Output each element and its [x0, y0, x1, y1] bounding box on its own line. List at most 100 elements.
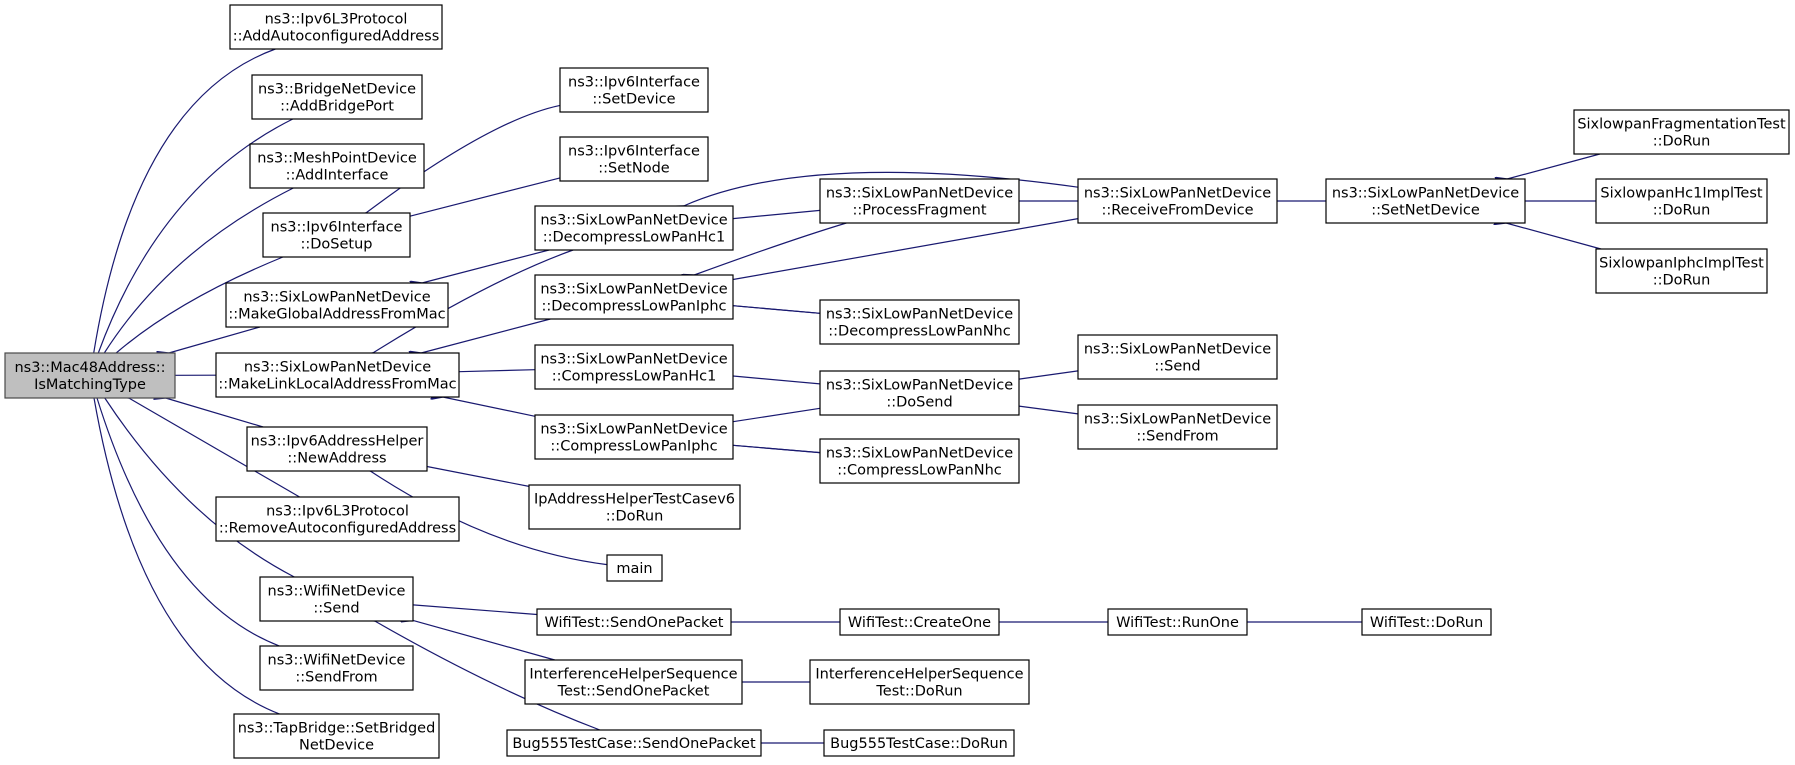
edges-layer — [94, 48, 1602, 743]
node-wt-createone[interactable]: WifiTest::CreateOne — [839, 608, 1000, 636]
node-add-bridge[interactable]: ns3::BridgeNetDevice::AddBridgePort — [251, 74, 423, 120]
node-label-line: InterferenceHelperSequence — [815, 667, 1023, 683]
node-comp-nhc[interactable]: ns3::SixLowPanNetDevice::CompressLowPanN… — [819, 438, 1020, 484]
node-setnetdev[interactable]: ns3::SixLowPanNetDevice::SetNetDevice — [1325, 178, 1526, 224]
node-box — [528, 484, 741, 530]
node-label-line: ns3::Ipv6Interface — [568, 144, 700, 160]
node-label-line: ns3::Ipv6AddressHelper — [251, 434, 424, 450]
node-label-line: ::DoRun — [1653, 203, 1711, 219]
node-box — [534, 205, 734, 251]
edge-recvfrom-to-dec-iphc — [733, 218, 1079, 280]
node-label-line: ::DoRun — [606, 509, 664, 525]
edge-comp-hc1-to-mklinklocal — [459, 370, 536, 372]
node-label-line: ::DoRun — [1653, 273, 1711, 289]
node-label-line: NetDevice — [299, 738, 374, 754]
node-label-line: ::DecompressLowPanNhc — [828, 324, 1010, 340]
edge-ihs-sendone-to-wifi-send — [413, 620, 555, 661]
node-wifi-sendfrom[interactable]: ns3::WifiNetDevice::SendFrom — [259, 645, 414, 691]
node-setdevice[interactable]: ns3::Ipv6Interface::SetDevice — [559, 67, 709, 113]
node-box — [262, 212, 411, 258]
node-box — [559, 67, 709, 113]
node-label-line: ns3::Mac48Address:: — [14, 360, 165, 376]
node-sendfrom[interactable]: ns3::SixLowPanNetDevice::SendFrom — [1077, 404, 1278, 450]
edge-dosend-to-comp-iphc — [733, 407, 821, 421]
node-label-line: ::MakeGlobalAddressFromMac — [228, 307, 445, 323]
edge-frag-test-to-setnetdev — [1507, 153, 1601, 179]
node-label-line: Bug555TestCase::SendOnePacket — [512, 736, 756, 752]
node-iphc-test[interactable]: SixlowpanIphcImplTest::DoRun — [1595, 248, 1768, 294]
node-hc1-test[interactable]: SixlowpanHc1ImplTest::DoRun — [1595, 178, 1768, 224]
node-dec-iphc[interactable]: ns3::SixLowPanNetDevice::DecompressLowPa… — [534, 274, 734, 320]
node-comp-hc1[interactable]: ns3::SixLowPanNetDevice::CompressLowPanH… — [534, 344, 734, 390]
node-label-line: ::SetNode — [598, 161, 670, 177]
node-label-line: ::Send — [1154, 359, 1200, 375]
node-label-line: ::ProcessFragment — [852, 203, 986, 219]
node-frag-test[interactable]: SixlowpanFragmentationTest::DoRun — [1573, 109, 1790, 155]
node-send[interactable]: ns3::SixLowPanNetDevice::Send — [1077, 334, 1278, 380]
node-dosetup[interactable]: ns3::Ipv6Interface::DoSetup — [262, 212, 411, 258]
node-label-line: ns3::SixLowPanNetDevice — [826, 378, 1013, 394]
node-dec-nhc[interactable]: ns3::SixLowPanNetDevice::DecompressLowPa… — [819, 299, 1020, 345]
node-rm-autoconf[interactable]: ns3::Ipv6L3Protocol::RemoveAutoconfigure… — [215, 496, 460, 542]
edge-add-bridge-to-root — [98, 118, 294, 353]
node-label-line: ::DoSend — [886, 395, 952, 411]
node-label-line: ns3::TapBridge::SetBridged — [238, 721, 436, 737]
node-wt-dorun[interactable]: WifiTest::DoRun — [1361, 608, 1492, 636]
node-box — [534, 414, 734, 460]
node-wifi-send[interactable]: ns3::WifiNetDevice::Send — [259, 576, 414, 622]
node-label-line: Bug555TestCase::DoRun — [830, 736, 1008, 752]
node-label-line: ns3::SixLowPanNetDevice — [244, 360, 431, 376]
node-bug555-sendone[interactable]: Bug555TestCase::SendOnePacket — [506, 729, 762, 757]
node-label-line: ::SendFrom — [1136, 429, 1218, 445]
node-dosend[interactable]: ns3::SixLowPanNetDevice::DoSend — [819, 370, 1020, 416]
node-label-line: ::ReceiveFromDevice — [1101, 203, 1253, 219]
node-label-line: ns3::WifiNetDevice — [268, 653, 406, 669]
node-wt-runone[interactable]: WifiTest::RunOne — [1107, 608, 1248, 636]
node-setnode[interactable]: ns3::Ipv6Interface::SetNode — [559, 136, 709, 182]
node-mkglobal[interactable]: ns3::SixLowPanNetDevice::MakeGlobalAddre… — [225, 282, 449, 328]
edge-procfrag-to-dec-iphc — [694, 222, 847, 275]
node-box — [823, 729, 1015, 757]
node-label-line: ::CompressLowPanIphc — [550, 439, 717, 455]
node-bug555-dorun[interactable]: Bug555TestCase::DoRun — [823, 729, 1015, 757]
edge-bug555-sendone-to-wifi-send — [375, 621, 601, 731]
node-label-line: IpAddressHelperTestCasev6 — [534, 492, 735, 508]
node-add-iface[interactable]: ns3::MeshPointDevice::AddInterface — [249, 143, 425, 189]
node-root[interactable]: ns3::Mac48Address::IsMatchingType — [4, 352, 176, 399]
node-box — [819, 178, 1020, 224]
node-label-line: ns3::SixLowPanNetDevice — [1084, 342, 1271, 358]
node-label-line: ::DecompressLowPanIphc — [541, 299, 726, 315]
node-procfrag[interactable]: ns3::SixLowPanNetDevice::ProcessFragment — [819, 178, 1020, 224]
node-add-autoconf[interactable]: ns3::Ipv6L3Protocol::AddAutoconfiguredAd… — [229, 4, 443, 50]
node-recvfrom[interactable]: ns3::SixLowPanNetDevice::ReceiveFromDevi… — [1077, 178, 1278, 224]
node-label-line: Test::SendOnePacket — [557, 684, 710, 700]
node-label-line: ::Send — [313, 601, 359, 617]
node-label-line: ns3::Ipv6L3Protocol — [266, 504, 409, 520]
node-wt-sendone[interactable]: WifiTest::SendOnePacket — [536, 608, 732, 636]
edge-iphc-test-to-setnetdev — [1506, 223, 1602, 250]
node-newaddr[interactable]: ns3::Ipv6AddressHelper::NewAddress — [246, 426, 428, 472]
node-box — [1361, 608, 1492, 636]
node-mklinklocal[interactable]: ns3::SixLowPanNetDevice::MakeLinkLocalAd… — [215, 352, 460, 398]
node-label-line: ns3::MeshPointDevice — [257, 151, 417, 167]
node-ipaddr-test[interactable]: IpAddressHelperTestCasev6::DoRun — [528, 484, 741, 530]
node-ihs-sendone[interactable]: InterferenceHelperSequenceTest::SendOneP… — [524, 659, 743, 705]
node-comp-iphc[interactable]: ns3::SixLowPanNetDevice::CompressLowPanI… — [534, 414, 734, 460]
node-label-line: WifiTest::RunOne — [1116, 615, 1239, 631]
edge-send-to-dosend — [1019, 370, 1079, 379]
node-label-line: ns3::BridgeNetDevice — [258, 82, 416, 98]
node-main[interactable]: main — [606, 554, 663, 582]
node-box — [819, 299, 1020, 345]
node-label-line: ::SetNetDevice — [1371, 203, 1480, 219]
node-label-line: WifiTest::SendOnePacket — [545, 615, 724, 631]
node-label-line: ns3::SixLowPanNetDevice — [540, 422, 727, 438]
node-dec-hc1[interactable]: ns3::SixLowPanNetDevice::DecompressLowPa… — [534, 205, 734, 251]
node-label-line: WifiTest::CreateOne — [848, 615, 991, 631]
node-box — [229, 4, 443, 50]
node-label-line: ::MakeLinkLocalAddressFromMac — [218, 377, 456, 393]
edge-mkglobal-to-root — [169, 326, 261, 353]
node-box — [215, 352, 460, 398]
node-label-line: ns3::Ipv6L3Protocol — [265, 12, 408, 28]
